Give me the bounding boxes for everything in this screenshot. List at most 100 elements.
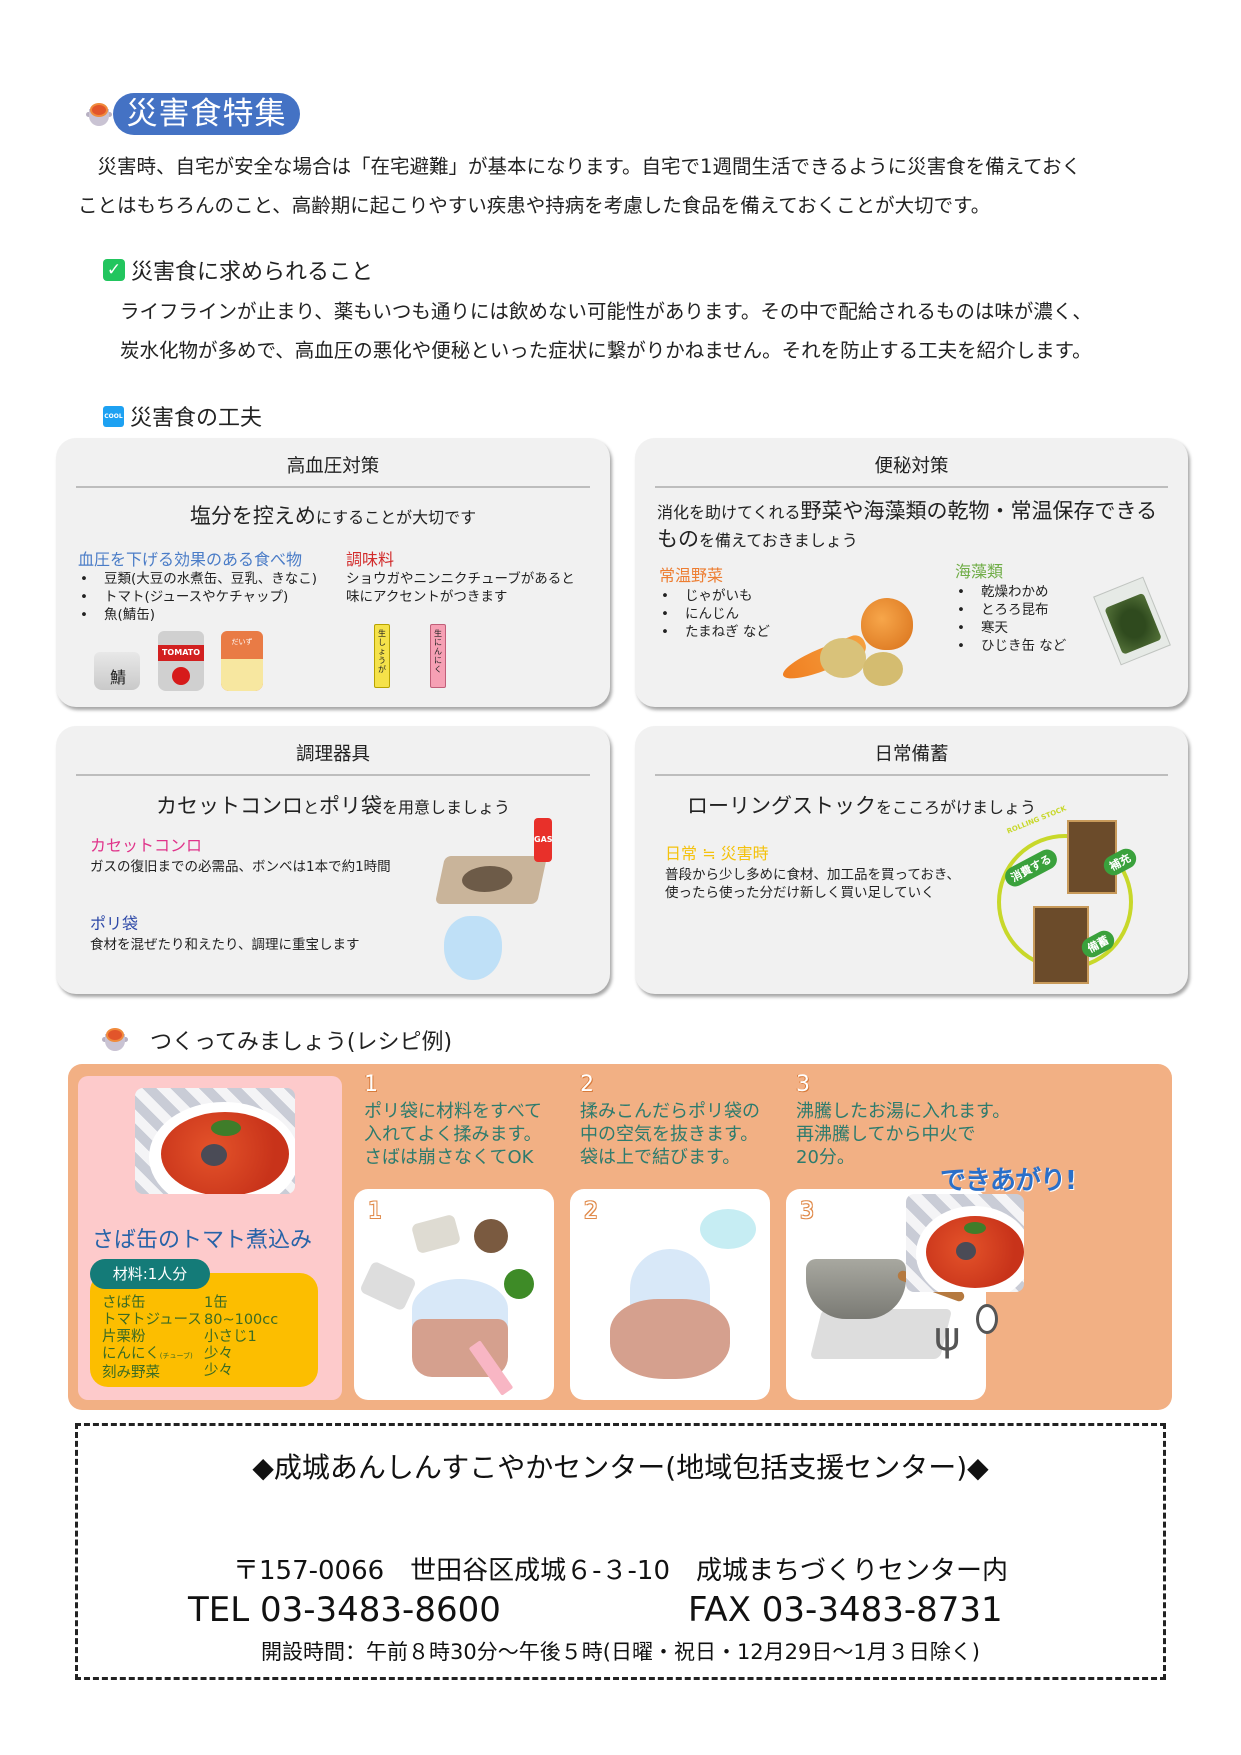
list-item: とろろ昆布: [955, 601, 1066, 619]
veg-heading: 常温野菜: [659, 566, 724, 585]
lead-text: をこころがけましょう: [875, 798, 1036, 817]
dried-seaweed-bag-icon: [1093, 576, 1171, 666]
list-item: 寒天: [955, 619, 1066, 637]
checkmark-icon: ✓: [103, 259, 125, 281]
card-lead: ローリングストックをこころがけましょう: [635, 790, 1088, 820]
lead-emphasis: カセットコンロ: [155, 794, 303, 818]
step-number: 1: [368, 1199, 382, 1224]
tube-label: 生にんにく: [434, 629, 442, 674]
phone-number: TEL 03-3483-8600: [188, 1590, 501, 1630]
stockpile-line: 普段から少し多めに食材、加工品を買っておき、: [665, 867, 960, 883]
recipe-box: さば缶のトマト煮込み さば缶 トマトジュース 片栗粉 にんにく(チューブ) 刻み…: [68, 1064, 1172, 1410]
section-heading-tips: COOL 災害食の工夫: [103, 400, 262, 432]
list-item: ひじき缶 など: [955, 637, 1066, 655]
step-number: 1: [364, 1072, 378, 1097]
contact-box: ◆成城あんしんすこやかセンター(地域包括支援センター)◆ 〒157-0066 世…: [75, 1423, 1166, 1680]
card-stockpile: 日常備蓄 ローリングストックをこころがけましょう 日常 ≒ 災害時 普段から少し…: [635, 726, 1188, 994]
pot-icon: [806, 1259, 906, 1319]
tomato-can-icon: [359, 1260, 417, 1312]
card-lead: カセットコンロとポリ袋を用意しましょう: [56, 790, 610, 820]
mackerel-can-icon: 鯖: [94, 652, 140, 690]
ingredient-item: 刻み野菜: [102, 1365, 160, 1381]
ingredient-item: さば缶: [102, 1295, 146, 1311]
list-item: たまねぎ など: [659, 623, 770, 641]
recipe-summary: さば缶のトマト煮込み さば缶 トマトジュース 片栗粉 にんにく(チューブ) 刻み…: [78, 1076, 342, 1400]
card-title: 調理器具: [295, 744, 370, 765]
ingredient-item: トマトジュース: [102, 1312, 202, 1328]
card-lead: 塩分を控えめにすることが大切です: [56, 500, 610, 530]
card-title: 便秘対策: [874, 456, 949, 477]
section-heading-label: 災害食の工夫: [130, 406, 263, 431]
gas-canister-icon: GAS: [534, 818, 553, 862]
seaweed: [1104, 592, 1162, 655]
requirements-line: ライフラインが止まり、薬もいつも通りには飲めない可能性があります。その中で配給さ…: [120, 300, 1092, 323]
card-title: 高血圧対策: [286, 456, 380, 477]
stockpile-line: 使ったら使った分だけ新しく買い足していく: [665, 885, 935, 901]
lead-text: 消化を助けてくれる: [657, 503, 801, 522]
ginger-tube-icon: 生しょうが: [374, 624, 390, 688]
foods-heading: 血圧を下げる効果のある食べ物: [78, 550, 303, 569]
list-item: にんじん: [659, 605, 770, 623]
list-item: じゃがいも: [659, 587, 770, 605]
potato-icon: [863, 652, 903, 686]
seasoning-line: 味にアクセントがつきます: [346, 589, 508, 605]
intro-line: ことはもちろんのこと、高齢期に起こりやすい疾患や持病を考慮した食品を備えておくこ…: [78, 194, 991, 217]
fork-icon: ψ: [934, 1314, 961, 1360]
lead-emphasis: ローリングストック: [686, 794, 876, 818]
divider: [655, 774, 1168, 776]
divider: [76, 486, 590, 488]
opening-hours: 開設時間：午前８時30分～午後５時(日曜・祝日・12月29日～1月３日除く): [261, 1640, 980, 1664]
tomato-can-icon: TOMATO: [158, 631, 204, 691]
finished-dish-photo: [135, 1088, 295, 1194]
onion-icon: [861, 598, 913, 650]
ingredient-amount: 1缶: [204, 1295, 228, 1311]
stockpile-text: 普段から少し多めに食材、加工品を買っておき、 使ったら使った分だけ新しく買い足し…: [665, 866, 960, 902]
card-hypertension: 高血圧対策 塩分を控えめにすることが大切です 血圧を下げる効果のある食べ物 豆類…: [56, 438, 610, 707]
section-heading-requirements: ✓ 災害食に求められること: [103, 254, 373, 286]
foods-list: 豆類(大豆の水煮缶、豆乳、きなこ) トマト(ジュースやケチャップ) 魚(鯖缶): [78, 570, 317, 624]
lead-emphasis: 野菜や海藻類の乾物・常温保存できる: [800, 499, 1158, 523]
air-puff-icon: [700, 1209, 756, 1249]
soup-pot-icon: [102, 1028, 128, 1052]
step-text: 揉みこんだらポリ袋の 中の空気を抜きます。 袋は上で結びます。: [580, 1101, 760, 1168]
lead-text: にすることが大切です: [315, 508, 477, 527]
ingredient-amount: 80~100cc: [204, 1312, 279, 1328]
seasoning-heading: 調味料: [346, 550, 395, 569]
mushroom-icon: [474, 1219, 508, 1253]
seaweed-list: 乾燥わかめ とろろ昆布 寒天 ひじき缶 など: [955, 583, 1066, 655]
list-item: 魚(鯖缶): [78, 606, 317, 624]
garlic-tube-icon: 生にんにく: [430, 624, 446, 688]
cool-icon: COOL: [103, 405, 124, 427]
ingredient-item: 片栗粉: [102, 1329, 146, 1345]
list-item: 乾燥わかめ: [955, 583, 1066, 601]
ingredient-names: さば缶 トマトジュース 片栗粉 にんにく(チューブ) 刻み野菜: [102, 1295, 202, 1382]
plastic-bag-icon: [444, 916, 502, 980]
seasoning-line: ショウガやニンニクチューブがあると: [346, 571, 575, 587]
bag-heading: ポリ袋: [90, 914, 139, 933]
step-illustration-2: 2: [570, 1189, 770, 1400]
step-illustration-1: 1: [354, 1189, 554, 1400]
step-text: 沸騰したお湯に入れます。 再沸騰してから中火で 20分。: [796, 1101, 1011, 1168]
card-constipation: 便秘対策 消化を助けてくれる野菜や海藻類の乾物・常温保存できる ものを備えておき…: [635, 438, 1188, 707]
ingredient-item: にんにく: [102, 1346, 160, 1362]
recipe-heading: つくってみましょう(レシピ例): [150, 1030, 453, 1055]
lead-emphasis: ポリ袋: [319, 794, 382, 818]
card-cookware: 調理器具 カセットコンロとポリ袋を用意しましょう カセットコンロ ガスの復旧まで…: [56, 726, 610, 994]
ingredient-amount: 少々: [204, 1346, 233, 1362]
seaweed-heading: 海藻類: [955, 562, 1004, 581]
card-title: 日常備蓄: [874, 744, 949, 765]
burner: [459, 866, 515, 892]
step-number: 3: [796, 1072, 810, 1097]
stove-heading: カセットコンロ: [90, 836, 203, 855]
potato-icon: [820, 638, 866, 678]
list-item: トマト(ジュースやケチャップ): [78, 588, 317, 606]
can-label: 鯖: [110, 668, 127, 687]
can-label: だいず: [231, 638, 253, 646]
mackerel-can-icon: [410, 1213, 462, 1255]
parsley-icon: [504, 1269, 534, 1299]
address: 〒157-0066 世田谷区成城６-３-10 成城まちづくりセンター内: [232, 1556, 1009, 1586]
lead-text: を用意しましょう: [382, 798, 511, 817]
tube-label: 生しょうが: [378, 629, 386, 674]
stockpile-subheading: 日常 ≒ 災害時: [665, 844, 769, 863]
bag-text: 食材を混ぜたり和えたり、調理に重宝します: [90, 937, 360, 953]
